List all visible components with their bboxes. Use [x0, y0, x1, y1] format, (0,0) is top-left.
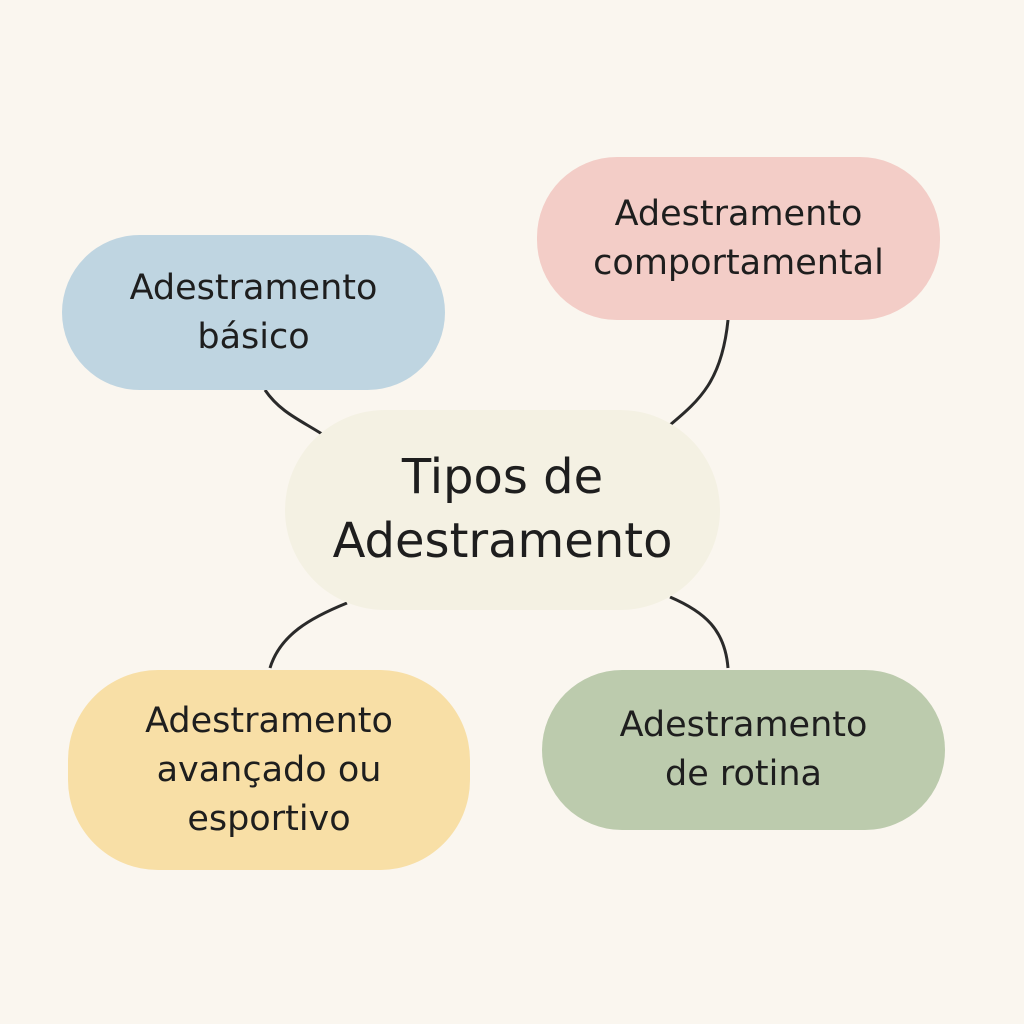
center-label: Tipos de	[401, 449, 604, 506]
node-label: Adestramento	[614, 193, 863, 234]
connector-routine	[669, 595, 730, 669]
connector-behavioral	[669, 319, 730, 427]
node-behavioral-training: Adestramento comportamental	[537, 157, 940, 320]
node-label: básico	[197, 316, 310, 357]
connector-basic	[263, 389, 323, 436]
node-basic-training: Adestramento básico	[62, 235, 445, 390]
node-label: esportivo	[187, 798, 351, 839]
node-label: Adestramento	[619, 705, 868, 745]
node-center-topic: Tipos de Adestramento	[285, 410, 720, 610]
node-label: avançado ou	[156, 749, 382, 790]
node-label: Adestramento	[129, 267, 378, 308]
node-advanced-training: Adestramento avançado ou esportivo	[68, 670, 470, 870]
node-label: Adestramento	[145, 700, 393, 741]
connector-advanced	[268, 601, 348, 669]
node-label: de rotina	[665, 754, 822, 794]
center-label: Adestramento	[332, 513, 673, 569]
node-routine-training: Adestramento de rotina	[542, 670, 945, 830]
node-label: comportamental	[593, 242, 884, 283]
